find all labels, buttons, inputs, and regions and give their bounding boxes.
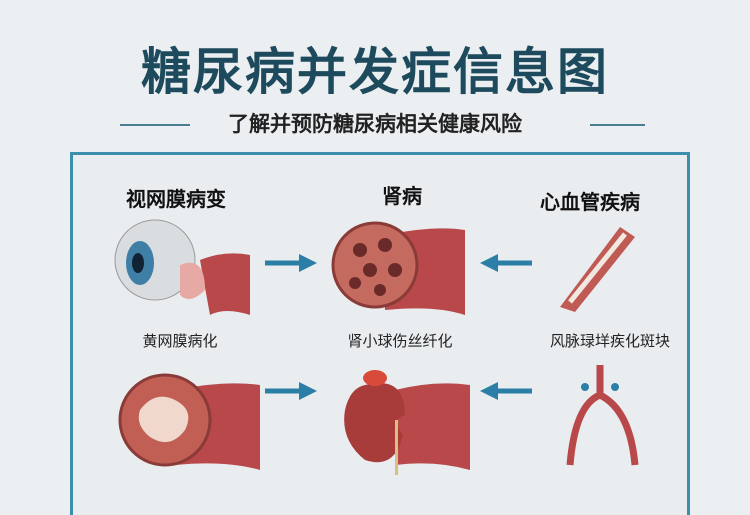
heading-retinopathy: 视网膜病变 <box>126 187 226 211</box>
arrow-left-icon <box>480 382 532 400</box>
divider-left <box>120 124 190 126</box>
arrow-right-icon <box>265 254 317 272</box>
arrow-left-icon <box>480 254 532 272</box>
caption-nephropathy: 肾小球伤丝纤化 <box>347 332 453 350</box>
eye-illustration-icon <box>114 219 250 315</box>
page-title: 糖尿病并发症信息图 <box>141 43 609 101</box>
heading-cardiovascular: 心血管疾病 <box>540 190 640 214</box>
caption-cardiovascular: 风脉琭垟疾化斑块 <box>549 332 670 350</box>
caption-retinopathy: 黄网膜病化 <box>142 332 218 350</box>
kidney-tissue-cross-section-icon <box>331 221 465 315</box>
arrow-right-icon <box>265 382 317 400</box>
kidney-illustration-icon <box>344 370 470 475</box>
vessel-cross-section-icon <box>118 373 260 470</box>
subtitle: 了解并预防糖尿病相关健康风险 <box>228 112 522 136</box>
heading-nephropathy: 肾病 <box>382 184 422 208</box>
artery-plaque-icon <box>560 227 635 312</box>
artery-branch-icon <box>566 365 639 466</box>
divider-right <box>590 124 645 126</box>
